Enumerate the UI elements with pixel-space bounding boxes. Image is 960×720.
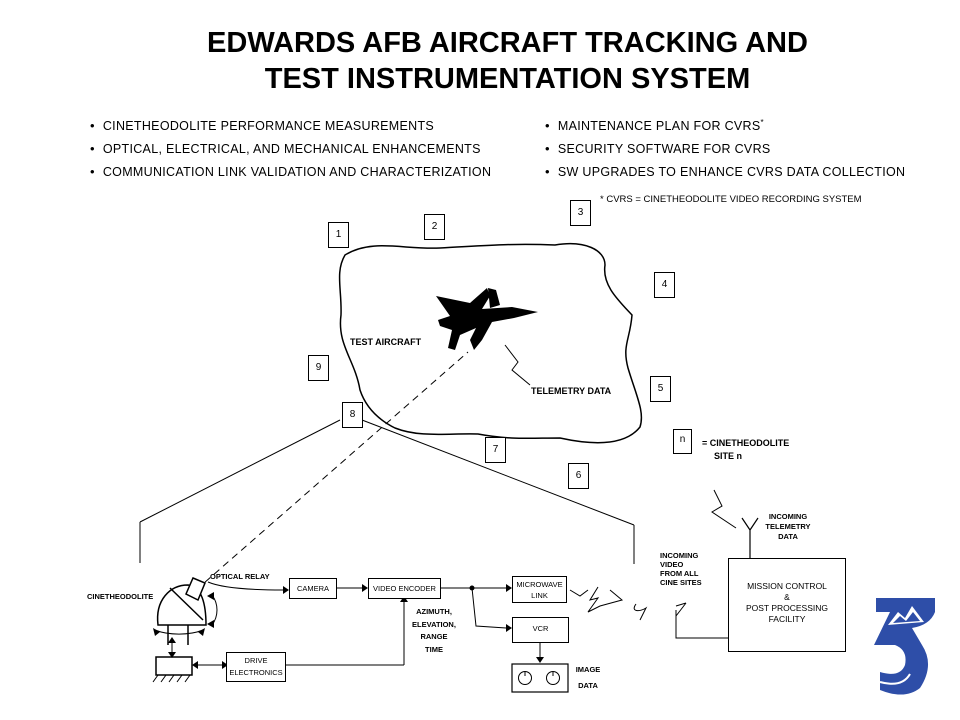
- drive-electronics-box: DRIVE ELECTRONICS: [226, 652, 286, 682]
- site-marker: 4: [654, 272, 675, 298]
- flight-area: [338, 243, 643, 444]
- image-data-label: IMAGE DATA: [575, 665, 601, 690]
- antenna-graphic: [741, 517, 759, 558]
- sight-line: [195, 351, 469, 591]
- bullet-text: SECURITY SOFTWARE FOR CVRS: [557, 142, 771, 156]
- microwave-bolt: [569, 586, 624, 613]
- site-marker: 2: [424, 214, 445, 240]
- bullet-item: •OPTICAL, ELECTRICAL, AND MECHANICAL ENH…: [90, 141, 481, 156]
- cvrs-footnote: * CVRS = CINETHEODOLITE VIDEO RECORDING …: [600, 194, 862, 205]
- cinetheodolite-graphic: [152, 577, 207, 683]
- telemetry-data-label: TELEMETRY DATA: [531, 386, 612, 396]
- bullet-item: •SW UPGRADES TO ENHANCE CVRS DATA COLLEC…: [545, 164, 906, 179]
- site-marker: 5: [650, 376, 671, 402]
- legend-line-1: = CINETHEODOLITE: [702, 438, 790, 448]
- tape-graphic: [511, 663, 569, 693]
- azimuth-label: AZIMUTH, ELEVATION, RANGE TIME: [412, 607, 456, 654]
- site-marker: 6: [568, 463, 589, 489]
- bullet-text: COMMUNICATION LINK VALIDATION AND CHARAC…: [102, 165, 492, 179]
- incoming-video-label: INCOMING VIDEO FROM ALL CINE SITES: [660, 551, 702, 587]
- legend-site-box: n: [673, 429, 692, 454]
- site-marker: 1: [328, 222, 349, 248]
- vcr-box: VCR: [512, 617, 569, 643]
- telemetry-lightning: [504, 344, 531, 386]
- bullet-text: MAINTENANCE PLAN FOR CVRS: [557, 119, 761, 134]
- asterisk: *: [760, 118, 764, 127]
- legend-line-2: SITE n: [714, 451, 743, 461]
- incoming-bolt: [633, 603, 648, 621]
- cinetheodolite-label: CINETHEODOLITE: [87, 592, 154, 601]
- site-marker: 9: [308, 355, 329, 381]
- site-marker: 8: [342, 402, 363, 428]
- camera-box: CAMERA: [289, 578, 337, 599]
- title-line-2: TEST INSTRUMENTATION SYSTEM: [264, 63, 751, 95]
- incoming-telemetry-label: INCOMING TELEMETRY DATA: [765, 512, 811, 541]
- bullet-text: CINETHEODOLITE PERFORMANCE MEASUREMENTS: [102, 119, 435, 133]
- test-aircraft-label: TEST AIRCRAFT: [350, 337, 422, 347]
- optical-relay-label: OPTICAL RELAY: [210, 572, 270, 581]
- bullet-text: SW UPGRADES TO ENHANCE CVRS DATA COLLECT…: [557, 165, 906, 179]
- site-marker: 3: [570, 200, 591, 226]
- bullet-item: •CINETHEODOLITE PERFORMANCE MEASUREMENTS: [90, 118, 435, 133]
- bullet-item: •MAINTENANCE PLAN FOR CVRS*: [545, 118, 764, 134]
- microwave-link-box: MICROWAVE LINK: [512, 576, 567, 603]
- bullet-item: •COMMUNICATION LINK VALIDATION AND CHARA…: [90, 164, 492, 179]
- mission-control-box: MISSION CONTROL & POST PROCESSING FACILI…: [728, 558, 846, 652]
- bullet-text: OPTICAL, ELECTRICAL, AND MECHANICAL ENHA…: [102, 142, 481, 156]
- title-line-1: EDWARDS AFB AIRCRAFT TRACKING AND: [207, 27, 808, 59]
- video-encoder-box: VIDEO ENCODER: [368, 578, 441, 599]
- aircraft-silhouette: [436, 288, 538, 350]
- site-marker: 7: [485, 437, 506, 463]
- bullet-item: •SECURITY SOFTWARE FOR CVRS: [545, 141, 771, 156]
